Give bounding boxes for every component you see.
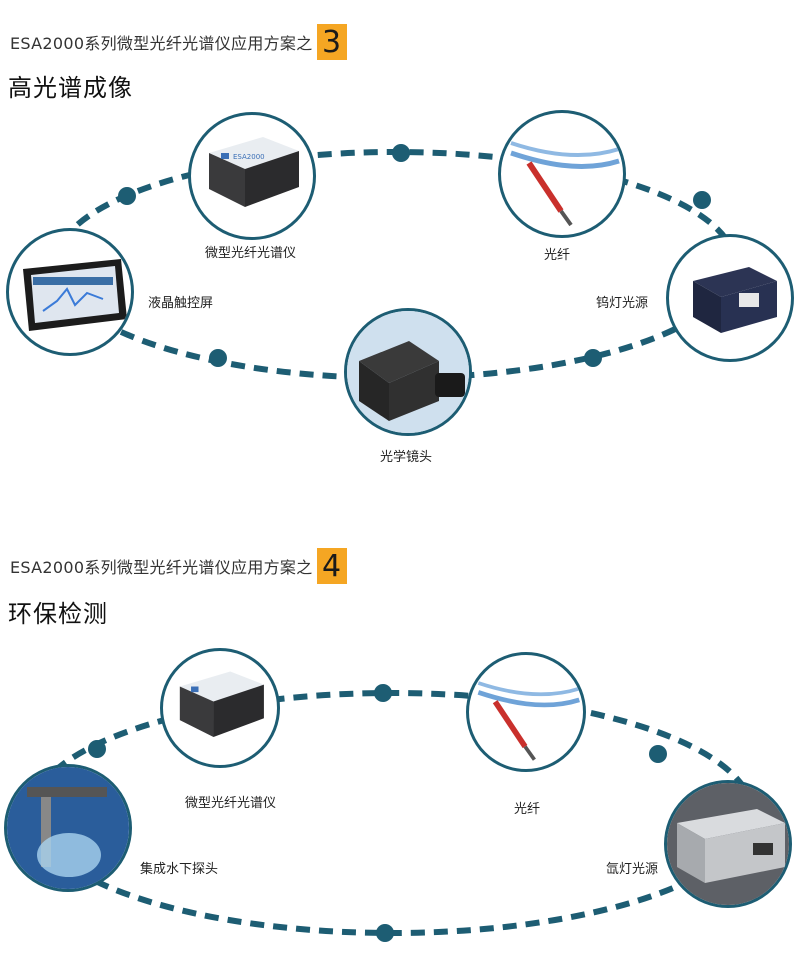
lens-node xyxy=(344,308,472,436)
spectrometer-image: ESA2000 xyxy=(209,137,299,207)
label-fiber: 光纤 xyxy=(544,248,571,263)
label-lens: 光学镜头 xyxy=(380,450,433,465)
subtitle-row: ESA2000系列微型光纤光谱仪应用方案之 4 xyxy=(10,548,347,584)
ring-dot xyxy=(88,740,106,758)
probe-node xyxy=(4,764,132,892)
touchscreen-node xyxy=(6,228,134,356)
spectrometer-node xyxy=(160,648,280,768)
probe-image xyxy=(7,767,129,889)
spectrometer-node: ESA2000 xyxy=(188,112,316,240)
label-spectrometer: 微型光纤光谱仪 xyxy=(185,796,277,811)
section-subtitle: ESA2000系列微型光纤光谱仪应用方案之 xyxy=(10,558,313,577)
subtitle-row: ESA2000系列微型光纤光谱仪应用方案之 3 xyxy=(10,24,347,60)
label-fiber: 光纤 xyxy=(514,802,541,817)
ring-dot xyxy=(209,349,227,367)
section-subtitle: ESA2000系列微型光纤光谱仪应用方案之 xyxy=(10,34,313,53)
tungsten-node xyxy=(666,234,794,362)
fiber-image xyxy=(510,141,620,227)
ring-dot xyxy=(693,191,711,209)
tungsten-image xyxy=(693,267,777,333)
touchscreen-image xyxy=(23,259,127,331)
xenon-image xyxy=(667,783,789,905)
fiber-node xyxy=(466,652,586,772)
label-tungsten: 钨灯光源 xyxy=(596,296,649,311)
ring-dot xyxy=(118,187,136,205)
fiber-node xyxy=(498,110,626,238)
label-spectrometer: 微型光纤光谱仪 xyxy=(205,246,297,261)
ring-diagram-2 xyxy=(29,690,755,936)
section-number-badge: 3 xyxy=(316,24,347,60)
ring-dot xyxy=(376,924,394,942)
ring-dot xyxy=(649,745,667,763)
section-title: 高光谱成像 xyxy=(8,74,133,102)
ring-dot xyxy=(374,684,392,702)
section-environmental: ESA2000系列微型光纤光谱仪应用方案之 4 环保检测 微型光纤光谱仪 光纤 … xyxy=(0,530,800,969)
spectrometer-image xyxy=(179,671,264,737)
section-title: 环保检测 xyxy=(8,600,108,628)
label-probe: 集成水下探头 xyxy=(140,862,219,877)
section-hyperspectral: ESA2000系列微型光纤光谱仪应用方案之 3 高光谱成像 ESA2000 微型… xyxy=(6,24,794,465)
xenon-node xyxy=(664,780,792,908)
fiber-image xyxy=(477,681,580,761)
ring-dot xyxy=(392,144,410,162)
section-number-badge: 4 xyxy=(316,548,347,584)
lens-image xyxy=(347,311,469,433)
label-xenon: 氙灯光源 xyxy=(606,862,659,877)
device-brand-text: ESA2000 xyxy=(233,153,265,161)
ring-dot xyxy=(584,349,602,367)
label-touchscreen: 液晶触控屏 xyxy=(148,296,214,311)
